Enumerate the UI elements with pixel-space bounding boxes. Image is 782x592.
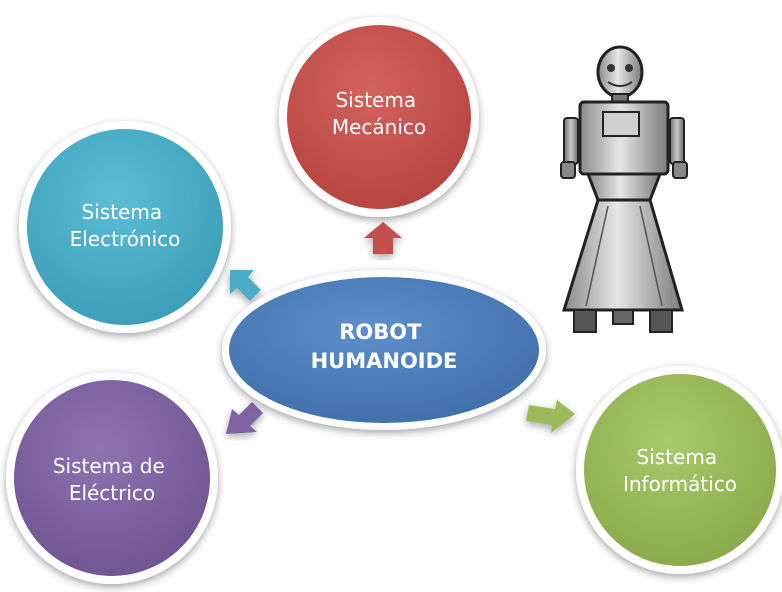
node-informatico-label-line1: Sistema [637, 445, 718, 469]
node-electrico-label-line1: Sistema de [53, 454, 165, 478]
svg-text:Sistema Informático: Sistema Informático [623, 445, 737, 496]
robot-base [561, 198, 684, 312]
robot-head [596, 45, 644, 99]
node-sistema-informatico: Sistema Informático [576, 366, 782, 574]
robot-right-arm [669, 117, 685, 165]
svg-text:Sistema Mecánico: Sistema Mecánico [332, 88, 426, 139]
node-mecanico-label-line1: Sistema [336, 88, 417, 112]
svg-text:Sistema Electrónico: Sistema Electrónico [70, 200, 181, 251]
robot-left-arm [563, 117, 579, 165]
arrow-to-electronico [230, 270, 261, 301]
arrow-to-electrico [226, 402, 263, 434]
svg-text:Sistema de Eléctrico: Sistema de Eléctrico [53, 454, 171, 505]
node-sistema-mecanico: Sistema Mecánico [279, 17, 479, 217]
node-electrico-label-line2: Eléctrico [69, 481, 155, 505]
node-electronico-fill [27, 129, 223, 325]
node-sistema-electronico: Sistema Electrónico [19, 121, 231, 333]
arrow-to-mecanico [364, 222, 402, 254]
node-informatico-fill [584, 374, 776, 566]
robot-chest-screen [602, 111, 640, 137]
node-electrico-fill [14, 380, 210, 576]
center-label-line1: ROBOT [339, 320, 422, 344]
robot-left-foot [573, 309, 597, 333]
node-mecanico-label-line2: Mecánico [332, 115, 426, 139]
node-electronico-label-line1: Sistema [82, 200, 163, 224]
node-informatico-label-line2: Informático [623, 472, 737, 496]
center-robot-humanoide: ROBOT HUMANOIDE [222, 270, 546, 430]
node-sistema-electrico: Sistema de Eléctrico [6, 372, 218, 584]
arrow-to-informatico [526, 400, 575, 433]
node-electronico-label-line2: Electrónico [70, 227, 181, 251]
node-mecanico-fill [287, 25, 471, 209]
robot-illustration [560, 45, 688, 333]
center-ellipse-fill [229, 277, 539, 423]
svg-text:ROBOT HUMANOIDE: ROBOT HUMANOIDE [311, 320, 458, 373]
robot-right-foot [649, 309, 673, 333]
center-label-line2: HUMANOIDE [311, 349, 458, 373]
